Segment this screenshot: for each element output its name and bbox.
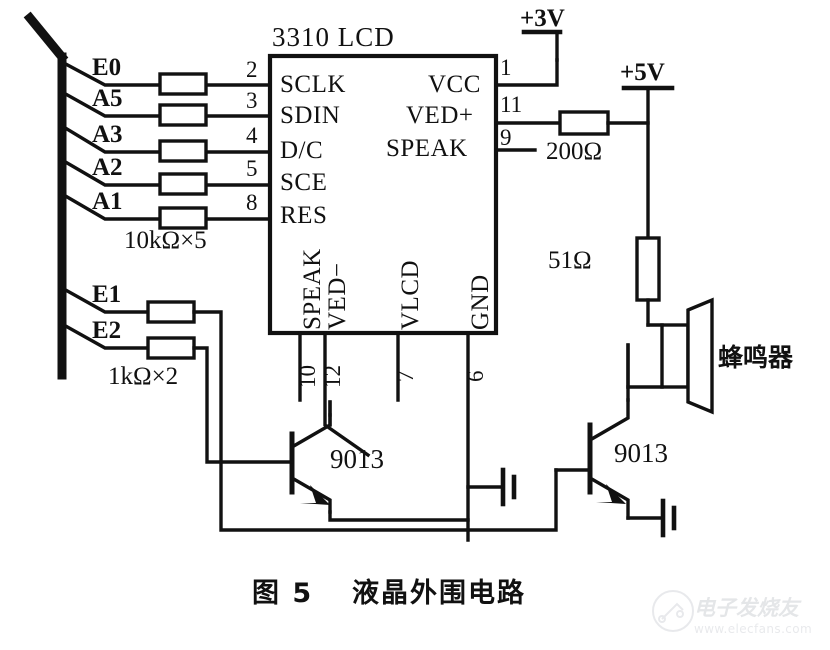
- pin-name-sdin: SDIN: [280, 102, 341, 129]
- pin-number-5: 5: [246, 156, 258, 181]
- pin-name-vlcd: VLCD: [397, 259, 424, 330]
- pin-number-9: 9: [500, 125, 512, 150]
- pin-number-2: 2: [246, 57, 258, 82]
- bus-signal-a5: A5: [92, 85, 123, 112]
- lcd-chip-body: [267, 53, 499, 336]
- pin-number-4: 4: [246, 123, 258, 148]
- pin-number-7: 7: [393, 370, 418, 383]
- watermark-url: www.elecfans.com: [694, 622, 813, 636]
- bus-signal-a1: A1: [92, 188, 123, 215]
- pin-name-vcc: VCC: [428, 71, 481, 98]
- bus-signal-e0: E0: [92, 54, 122, 81]
- resistor-200-label: 200Ω: [546, 138, 603, 165]
- speaker-body: [660, 323, 690, 389]
- pin-name-speak: SPEAK: [386, 135, 468, 162]
- resistor-10k-4: [158, 172, 208, 196]
- pin-name-vedm: VED−: [324, 262, 351, 330]
- pin-name-speak-bottom: SPEAK: [299, 248, 326, 330]
- figure-caption-text: 液晶外围电路: [352, 578, 526, 609]
- q2-collector-lead: [587, 398, 630, 443]
- resistor-51: [635, 236, 661, 302]
- watermark: 电子发烧友 www.elecfans.com: [652, 590, 813, 636]
- chip-title: 3310 LCD: [272, 22, 395, 52]
- bus-bar-diagonal: [23, 11, 69, 64]
- q2-emitter-arrow: [596, 484, 626, 504]
- pin-name-sce: SCE: [280, 169, 328, 196]
- q1-emitter-arrow: [300, 485, 330, 505]
- q1-emitter-lead: [289, 475, 332, 514]
- speaker-horn: [686, 297, 714, 415]
- rail-label-3v: +3V: [520, 5, 565, 32]
- resistor-10k-3: [158, 139, 208, 163]
- pin-number-1: 1: [500, 55, 512, 80]
- pin-name-gnd: GND: [467, 274, 494, 330]
- pin-number-6: 6: [463, 370, 488, 383]
- q2-emitter-lead: [587, 475, 630, 520]
- transistor-label-q2: 9013: [614, 438, 668, 468]
- watermark-text: 电子发烧友: [694, 596, 799, 620]
- bus-signal-a3: A3: [92, 121, 123, 148]
- resistor-10k-5: [158, 206, 208, 230]
- bus-signal-a2: A2: [92, 154, 123, 181]
- pin-name-sclk: SCLK: [280, 71, 346, 98]
- speaker-label: 蜂鸣器: [718, 343, 794, 372]
- resistor-1k-2: [146, 336, 196, 360]
- resistor-10k-2: [158, 103, 208, 127]
- resistor-array-1k-label: 1kΩ×2: [108, 363, 179, 390]
- pin-number-10: 10: [295, 365, 320, 388]
- resistor-10k-1: [158, 72, 208, 96]
- bus-signal-e2: E2: [92, 317, 122, 344]
- resistor-200: [558, 110, 610, 136]
- transistor-label-q1: 9013: [330, 444, 384, 474]
- bus-signal-e1: E1: [92, 281, 122, 308]
- pin-name-res: RES: [280, 202, 328, 229]
- pin-number-11: 11: [500, 92, 523, 117]
- resistor-51-label: 51Ω: [548, 247, 592, 274]
- pin-number-12: 12: [320, 365, 345, 388]
- watermark-logo-icon: [652, 590, 694, 632]
- pin-number-3: 3: [246, 88, 258, 113]
- pin-number-8: 8: [246, 190, 258, 215]
- pin-name-dc: D/C: [280, 137, 324, 164]
- pin-name-vedp: VED+: [406, 102, 474, 129]
- rail-label-5v: +5V: [620, 59, 665, 86]
- resistor-array-10k-label: 10kΩ×5: [124, 227, 207, 254]
- figure-caption-number: 图 5: [252, 578, 314, 609]
- resistor-1k-1: [146, 300, 196, 324]
